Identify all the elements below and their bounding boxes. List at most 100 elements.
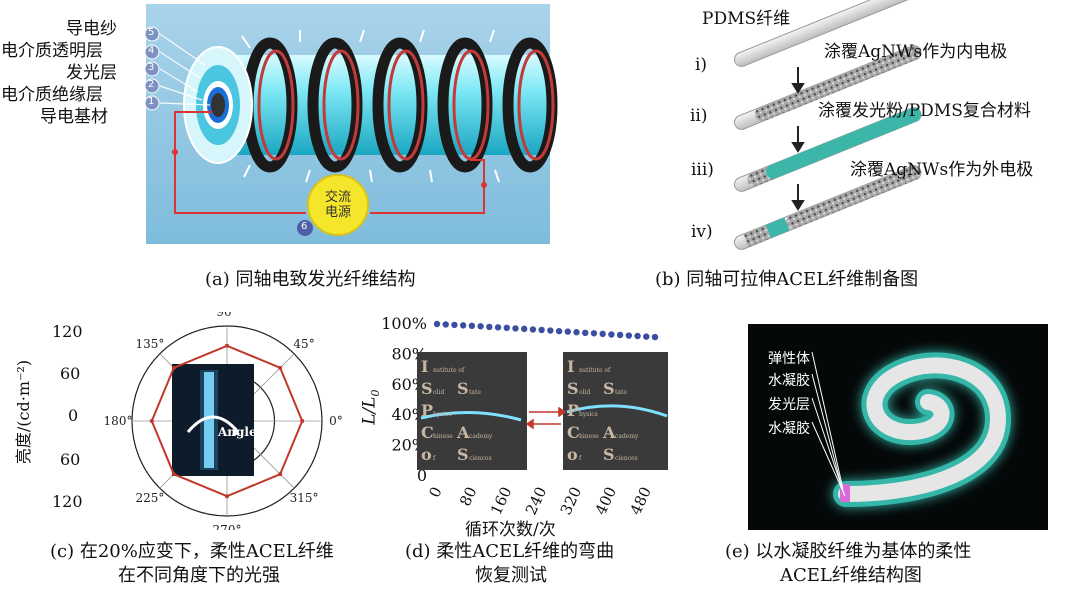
inset-logo-text: olid (433, 389, 444, 396)
hydrogel-layer-label: 水凝胶 (768, 418, 810, 438)
polar-point (172, 472, 176, 476)
cycle-point (530, 326, 536, 332)
panel-b: PDMS纤维 i) ii) iii) iv) 涂覆AgNWs作为内电极 涂覆发光… (560, 0, 1080, 290)
inset-logo-text: hinese (579, 433, 599, 440)
polar-angle-label: 180° (104, 414, 133, 428)
caption-e-line1: (e) 以水凝胶纤维为基体的柔性 (725, 540, 971, 564)
cycle-point (434, 321, 440, 327)
caption-d-line1: (d) 柔性ACEL纤维的弯曲 (405, 540, 614, 564)
y-tick-label: 100% (381, 314, 427, 333)
x-tick-label: 80 (456, 484, 480, 509)
inset-logo-text: ciences (615, 455, 638, 462)
panel-e: 弹性体 水凝胶 发光层 水凝胶 (e) 以水凝胶纤维为基体的柔性 ACEL纤维结… (690, 300, 1080, 591)
cycle-point (626, 332, 632, 338)
cycle-point (521, 326, 527, 332)
y-tick-label: 120 (52, 322, 83, 341)
polar-angle-label: 0° (329, 414, 343, 428)
inset-logo-text: hinese (433, 433, 453, 440)
caption-e-line2: ACEL纤维结构图 (780, 564, 922, 588)
cycle-point (582, 330, 588, 336)
inset-logo-text: tate (615, 389, 627, 396)
cycle-point (643, 333, 649, 339)
cycle-point (460, 322, 466, 328)
cycle-chart: 020%40%60%80%100%080160240320400480 Inst… (355, 300, 675, 540)
ac-source-number: 6 (301, 221, 307, 232)
caption-a: (a) 同轴电致发光纤维结构 (205, 268, 416, 292)
layer-number: 3 (148, 62, 154, 73)
inset-logo-text: o (567, 445, 578, 464)
polar-chart: 0°45°90°135°180°225°270°315° Angle (92, 312, 362, 530)
inset-logo-text: S (603, 445, 615, 464)
cycle-point (486, 324, 492, 330)
layer-number: 5 (148, 27, 154, 38)
cycle-point (451, 322, 457, 328)
layer-number: 4 (148, 45, 154, 56)
cycle-xlabel: 循环次数/次 (465, 515, 556, 540)
inset-logo-text: P (567, 401, 579, 420)
inset-logo-text: A (602, 423, 616, 442)
layer-number: 2 (148, 79, 154, 90)
cycle-point (443, 321, 449, 327)
caption-c-line2: 在不同角度下的光强 (118, 564, 280, 588)
polar-angle-label: 45° (293, 337, 314, 351)
cycle-point (634, 333, 640, 339)
cycle-point (599, 331, 605, 337)
inset-logo-text: S (457, 445, 469, 464)
polar-point (278, 366, 282, 370)
cycle-point (512, 325, 518, 331)
inset-logo-text: C (567, 423, 580, 442)
inset-logo-text: nstitute of (579, 367, 611, 374)
cycle-point (617, 332, 623, 338)
polar-angle-label: 270° (213, 523, 242, 530)
cycle-point (556, 328, 562, 334)
inset-logo-text: S (567, 379, 579, 398)
panel-a: 导电纱 电介质透明层 发光层 电介质绝缘层 导电基材 5 4 3 2 1 交流 … (0, 0, 560, 290)
cycle-point (504, 325, 510, 331)
y-tick-label: 60 (60, 364, 80, 383)
x-tick-label: 240 (522, 484, 550, 518)
cycle-point (565, 328, 571, 334)
polar-point (172, 366, 176, 370)
polar-point (300, 419, 304, 423)
y-tick-label: 0 (68, 406, 78, 425)
inset-logo-text: S (421, 379, 433, 398)
ac-source-label-line2: 电源 (318, 205, 358, 220)
cycle-ylabel-main: L/L (359, 397, 379, 425)
step-text: 涂覆AgNWs作为内电极 (824, 37, 1007, 62)
x-tick-label: 320 (557, 484, 585, 518)
step-text: 涂覆发光粉/PDMS复合材料 (818, 96, 1031, 121)
ac-source-label-line1: 交流 (318, 190, 358, 205)
polar-angle-label: 90° (216, 312, 237, 319)
caption-b: (b) 同轴可拉伸ACEL纤维制备图 (655, 268, 918, 292)
pdms-fiber-label: PDMS纤维 (702, 4, 790, 29)
polar-point (150, 419, 154, 423)
step-number: iv) (691, 222, 713, 242)
x-tick-label: 160 (487, 484, 515, 518)
cycle-point (495, 324, 501, 330)
cycle-point (547, 327, 553, 333)
inset-logo-text: olid (579, 389, 590, 396)
cycle-point (469, 323, 475, 329)
step-number: i) (695, 55, 707, 75)
hydrogel-layer-label: 发光层 (768, 394, 810, 414)
y-tick-label: 60 (60, 450, 80, 469)
inset-logo-text: nstitute of (433, 367, 465, 374)
inset-logo-text: C (421, 423, 434, 442)
cycle-point (591, 330, 597, 336)
inset-logo-text: cademy (615, 433, 639, 440)
x-tick-label: 0 (425, 484, 445, 500)
hydrogel-layer-label: 弹性体 (768, 348, 810, 368)
polar-ylabel: 亮度/(cd·m⁻²) (10, 352, 34, 472)
inset-logo-text: cademy (469, 433, 493, 440)
polar-angle-label: 315° (290, 491, 319, 505)
inset-logo-text: S (457, 379, 469, 398)
x-tick-label: 480 (626, 484, 654, 518)
cycle-ylabel: L/L0 (359, 390, 381, 425)
x-tick-label: 400 (592, 484, 620, 518)
step-text: 涂覆AgNWs作为外电极 (850, 155, 1033, 180)
ac-source-label: 交流 电源 (318, 190, 358, 220)
inset-logo-text: I (421, 357, 428, 376)
layer-label: 导电基材 (40, 102, 108, 127)
inset-logo-text: S (603, 379, 615, 398)
